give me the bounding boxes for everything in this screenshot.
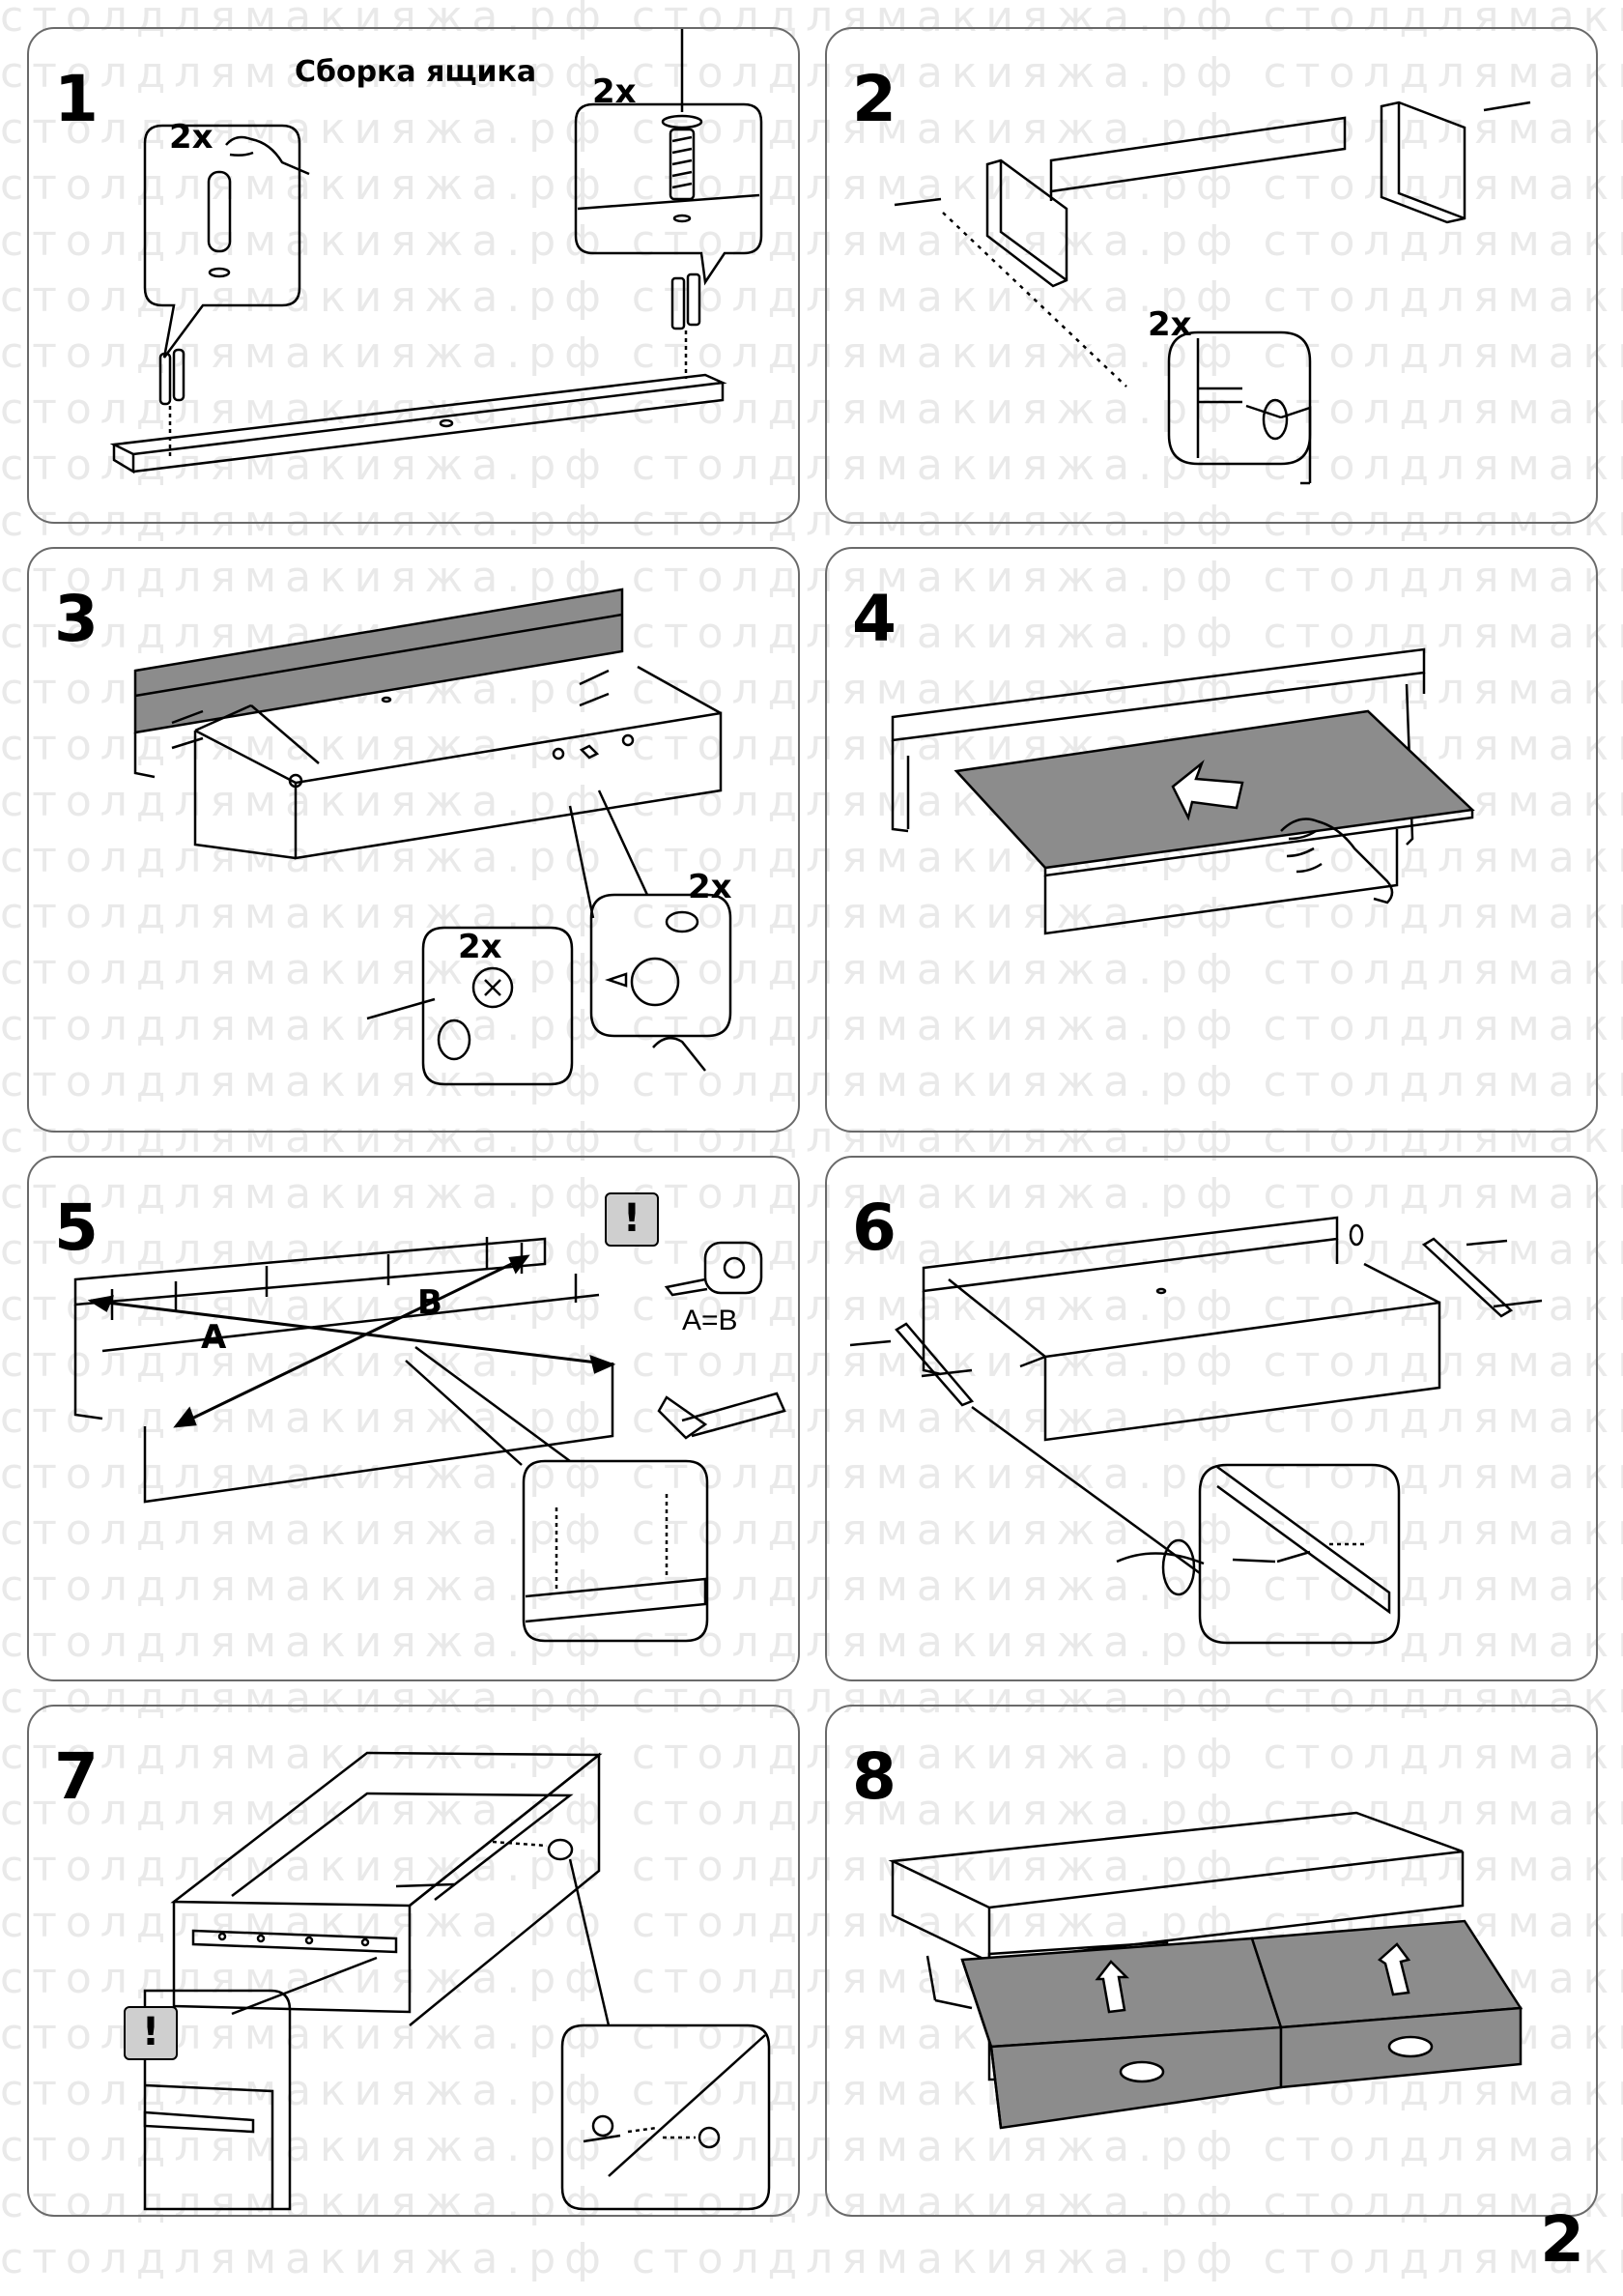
step-number: 4 xyxy=(852,582,897,656)
step-number: 5 xyxy=(54,1191,99,1265)
step-number: 3 xyxy=(54,582,99,656)
step-2-panel: 2 2x xyxy=(825,27,1598,524)
step-7-panel: 7 ! xyxy=(27,1705,800,2217)
step-number: 7 xyxy=(54,1739,99,1814)
quantity-label: 2x xyxy=(1148,305,1192,344)
quantity-label: 2x xyxy=(458,928,502,966)
diagonal-b-label: B xyxy=(417,1283,442,1322)
diagonal-a-label: A xyxy=(201,1318,227,1357)
step-6-panel: 6 xyxy=(825,1156,1598,1681)
page-title: Сборка ящика xyxy=(295,55,537,89)
step-3-panel: 3 2x 2x xyxy=(27,547,800,1133)
step-number: 1 xyxy=(54,62,99,136)
warning-icon: ! xyxy=(605,1192,659,1247)
squaring-check-illustration xyxy=(73,1237,786,1643)
step-4-panel: 4 xyxy=(825,547,1598,1133)
step-number: 8 xyxy=(852,1739,897,1814)
quantity-label: 2x xyxy=(688,868,732,906)
board-dowels-illustration xyxy=(109,29,763,474)
back-panel-cam-lock-illustration xyxy=(133,588,732,1086)
watermark-row: столдлямакияжа.рф столдлямакияжа.рф стол… xyxy=(0,2234,1623,2283)
step-number: 2 xyxy=(852,62,897,136)
page-number: 2 xyxy=(1540,2202,1584,2277)
step-number: 6 xyxy=(852,1191,897,1265)
warning-icon: ! xyxy=(124,2006,178,2060)
step-8-panel: 8 xyxy=(825,1705,1598,2217)
quantity-label: 2x xyxy=(169,118,214,157)
step-5-panel: 5 A B A=B ! xyxy=(27,1156,800,1681)
drawers-insert-illustration xyxy=(888,1811,1523,2130)
drawer-box-illustration xyxy=(143,1751,771,2211)
bottom-panel-insert-illustration xyxy=(891,647,1475,935)
equality-label: A=B xyxy=(682,1305,738,1336)
frame-assembly-illustration xyxy=(894,100,1531,485)
quantity-label: 2x xyxy=(592,72,637,111)
slides-mounting-illustration xyxy=(849,1216,1543,1645)
step-1-panel: 1 Сборка ящика 2x 2x xyxy=(27,27,800,524)
